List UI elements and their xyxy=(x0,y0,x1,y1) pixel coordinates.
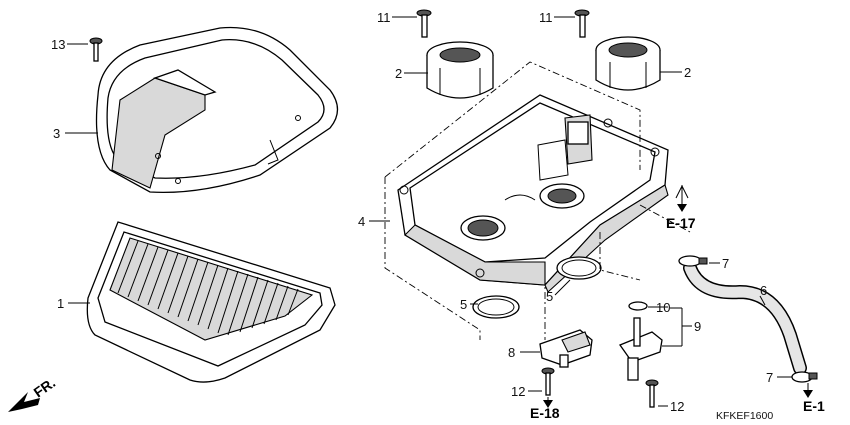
breather-sensor xyxy=(618,317,663,381)
callout-4: 4 xyxy=(358,214,365,229)
callout-2-left: 2 xyxy=(395,66,402,81)
callout-7-upper: 7 xyxy=(722,256,729,271)
air-funnel-left xyxy=(426,41,494,99)
screw-12-left xyxy=(541,367,555,396)
air-funnel-right xyxy=(595,36,661,91)
breather-tube xyxy=(683,261,807,375)
screw-12-right xyxy=(645,379,659,408)
o-ring-10 xyxy=(628,301,648,311)
callout-5-right: 5 xyxy=(546,289,553,304)
callout-9: 9 xyxy=(694,319,701,334)
air-filter-element xyxy=(86,221,336,383)
callout-2-right: 2 xyxy=(684,65,691,80)
callout-13: 13 xyxy=(51,37,65,52)
screw-13 xyxy=(89,37,103,62)
filter-pleats xyxy=(117,240,299,336)
intake-air-sensor xyxy=(539,329,593,368)
callout-5-left: 5 xyxy=(460,297,467,312)
front-label: FR. xyxy=(31,374,59,400)
o-ring-right xyxy=(556,256,602,280)
callout-10: 10 xyxy=(656,300,670,315)
reference-arrows xyxy=(543,184,813,408)
leader-lines xyxy=(65,16,809,407)
front-direction-arrow: FR. xyxy=(8,374,58,412)
ref-e17: E-17 xyxy=(666,215,696,231)
reference-labels: E-17 E-18 E-1 xyxy=(530,215,825,421)
callout-3: 3 xyxy=(53,126,60,141)
callout-12-right: 12 xyxy=(670,399,684,414)
callout-11-left: 11 xyxy=(377,10,391,25)
screw-11-left xyxy=(416,9,432,38)
air-cleaner-cover xyxy=(95,26,339,194)
assembly-dashed-lines xyxy=(384,61,691,340)
ref-e18: E-18 xyxy=(530,405,560,421)
air-cleaner-case xyxy=(397,94,669,293)
tube-clip-lower xyxy=(791,371,818,383)
tube-clip-upper xyxy=(678,255,708,267)
diagram-code: KFKEF1600 xyxy=(716,410,773,422)
callout-12-left: 12 xyxy=(511,384,525,399)
screw-11-right xyxy=(574,9,590,38)
callout-labels: 13 3 1 2 2 11 11 4 5 5 7 7 6 8 9 10 12 1… xyxy=(51,10,773,414)
o-ring-left xyxy=(472,295,520,319)
ref-e1: E-1 xyxy=(803,398,825,414)
callout-11-right: 11 xyxy=(539,10,553,25)
callout-6: 6 xyxy=(760,283,767,298)
callout-7-lower: 7 xyxy=(766,370,773,385)
callout-1: 1 xyxy=(57,296,64,311)
callout-8: 8 xyxy=(508,345,515,360)
